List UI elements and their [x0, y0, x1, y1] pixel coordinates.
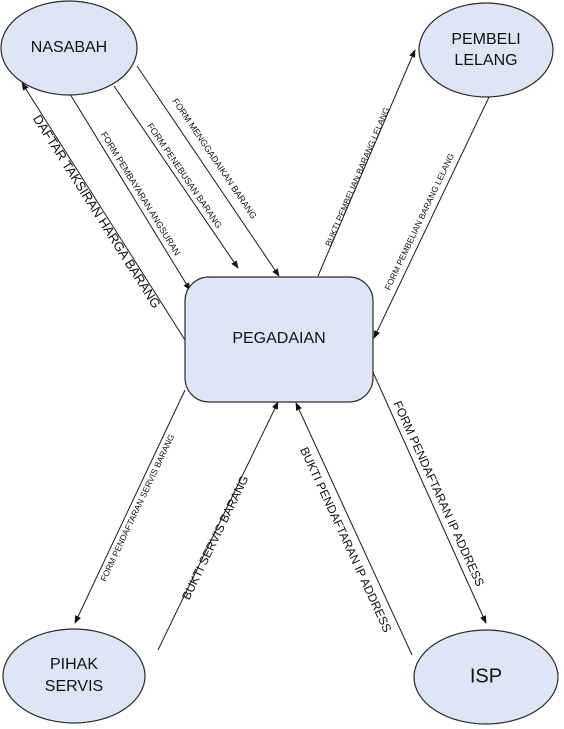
flow-label-daftar-taksiran: DAFTAR TAKSIRAN HARGA BARANG: [30, 112, 164, 311]
flow-line-form-pembayaran-angsuran: [69, 93, 191, 291]
flow-label-form-pendaftaran-servis-barang: FORM PENDAFTARAN SERVIS BARANG: [98, 432, 176, 582]
node-nasabah-label: NASABAH: [31, 39, 107, 56]
flow-label-bukti-pembelian-barang-lelang: BUKTI PEMBELIAN BARANG LELANG: [323, 106, 391, 248]
flow-line-form-menggadaikan-barang: [136, 65, 280, 277]
flow-label-form-menggadaikan-barang: FORM MENGGADAIKAN BARANG: [170, 97, 258, 221]
node-nasabah: NASABAH: [0, 0, 138, 96]
node-pembeli-lelang-label-2: LELANG: [454, 52, 517, 69]
node-pihak-servis-shape: [2, 628, 146, 724]
node-pegadaian-shape: [184, 276, 374, 403]
flow-daftar-taksiran: DAFTAR TAKSIRAN HARGA BARANG: [21, 82, 186, 341]
flow-form-pendaftaran-ip-address: FORM PENDAFTARAN IP ADDRESS: [371, 369, 487, 624]
node-isp-label: ISP: [470, 665, 502, 687]
node-isp: ISP: [413, 629, 559, 725]
flow-label-bukti-pendaftaran-ip-address: BUKTI PENDAFTARAN IP ADDRESS: [297, 445, 394, 635]
node-isp-shape: [413, 629, 559, 725]
flow-form-pendaftaran-servis-barang: FORM PENDAFTARAN SERVIS BARANG: [74, 389, 186, 624]
flow-line-form-pembelian-barang-lelang: [373, 94, 491, 339]
node-pembeli-lelang-label-1: PEMBELI: [451, 31, 520, 48]
flow-line-form-pendaftaran-servis-barang: [74, 389, 186, 624]
flow-form-menggadaikan-barang: FORM MENGGADAIKAN BARANG: [136, 65, 280, 277]
flow-form-pembelian-barang-lelang: FORM PEMBELIAN BARANG LELANG: [373, 94, 491, 339]
flow-label-form-pendaftaran-ip-address: FORM PENDAFTARAN IP ADDRESS: [390, 399, 487, 589]
flow-bukti-servis-barang: BUKTI SERVIS BARANG: [157, 401, 279, 651]
flow-bukti-pendaftaran-ip-address: BUKTI PENDAFTARAN IP ADDRESS: [295, 402, 413, 656]
node-nasabah-shape: [0, 0, 138, 96]
flow-line-bukti-pembelian-barang-lelang: [317, 49, 416, 277]
flow-bukti-pembelian-barang-lelang: BUKTI PEMBELIAN BARANG LELANG: [317, 49, 416, 277]
node-pihak-servis: PIHAK SERVIS: [2, 628, 146, 724]
node-pembeli-lelang: PEMBELI LELANG: [418, 2, 554, 98]
node-pihak-servis-label-2: SERVIS: [45, 678, 103, 695]
node-pegadaian: PEGADAIAN: [184, 276, 374, 403]
flow-line-form-pendaftaran-ip-address: [371, 369, 487, 624]
flow-line-form-penebusan-barang: [113, 85, 239, 269]
flow-line-bukti-pendaftaran-ip-address: [295, 402, 413, 656]
flow-label-form-pembelian-barang-lelang: FORM PEMBELIAN BARANG LELANG: [382, 152, 456, 292]
node-pihak-servis-label-1: PIHAK: [50, 656, 98, 673]
flow-line-daftar-taksiran: [21, 82, 186, 341]
node-pegadaian-label: PEGADAIAN: [232, 330, 325, 347]
node-pembeli-lelang-shape: [418, 2, 554, 98]
flow-label-bukti-servis-barang: BUKTI SERVIS BARANG: [179, 473, 251, 602]
flow-line-bukti-servis-barang: [157, 401, 279, 651]
